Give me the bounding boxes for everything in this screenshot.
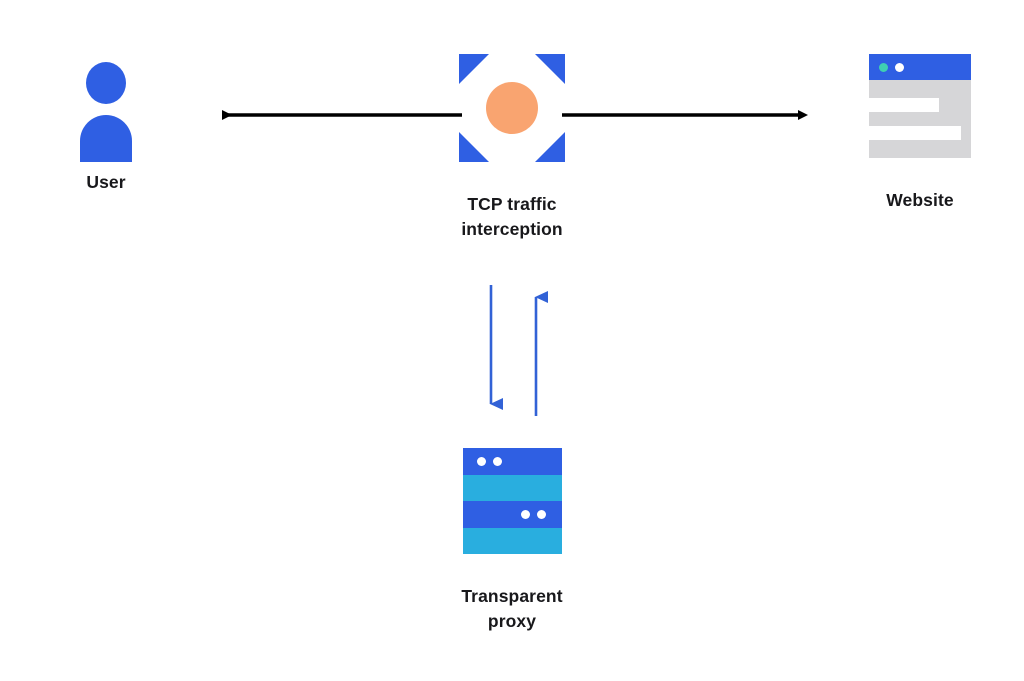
server-led-mid-2-icon bbox=[536, 510, 546, 519]
browser-title-bar bbox=[869, 54, 971, 80]
server-unit-top bbox=[462, 448, 562, 475]
browser-window-icon bbox=[869, 54, 971, 158]
server-led-top-2-icon bbox=[492, 457, 502, 466]
node-user-label: User bbox=[86, 172, 126, 192]
node-user: User bbox=[44, 62, 168, 195]
browser-dot-teal-icon bbox=[879, 63, 888, 72]
node-transparent-proxy: Transparent proxy bbox=[436, 448, 588, 635]
corner-bracket-top-left-icon bbox=[459, 54, 489, 84]
browser-content-line-1 bbox=[869, 98, 939, 112]
user-body-shape bbox=[80, 115, 132, 162]
user-person-icon bbox=[80, 62, 132, 162]
node-website: Website bbox=[856, 54, 984, 213]
node-interception-label: TCP traffic interception bbox=[461, 194, 563, 240]
crosshair-target-icon bbox=[459, 54, 565, 162]
server-stack-icon bbox=[462, 448, 562, 554]
browser-dot-white-icon bbox=[895, 63, 904, 72]
server-led-mid-1-icon bbox=[520, 510, 530, 519]
corner-bracket-bottom-right-icon bbox=[535, 132, 565, 162]
node-transparent-proxy-label: Transparent proxy bbox=[461, 586, 563, 632]
corner-bracket-bottom-left-icon bbox=[459, 132, 489, 162]
node-website-label: Website bbox=[886, 190, 954, 210]
browser-content-line-2 bbox=[869, 126, 961, 140]
target-center-circle-icon bbox=[486, 82, 538, 134]
corner-bracket-top-right-icon bbox=[535, 54, 565, 84]
user-head-shape bbox=[86, 62, 126, 104]
server-unit-middle bbox=[462, 501, 562, 528]
server-led-top-1-icon bbox=[476, 457, 486, 466]
node-interception: TCP traffic interception bbox=[436, 54, 588, 243]
